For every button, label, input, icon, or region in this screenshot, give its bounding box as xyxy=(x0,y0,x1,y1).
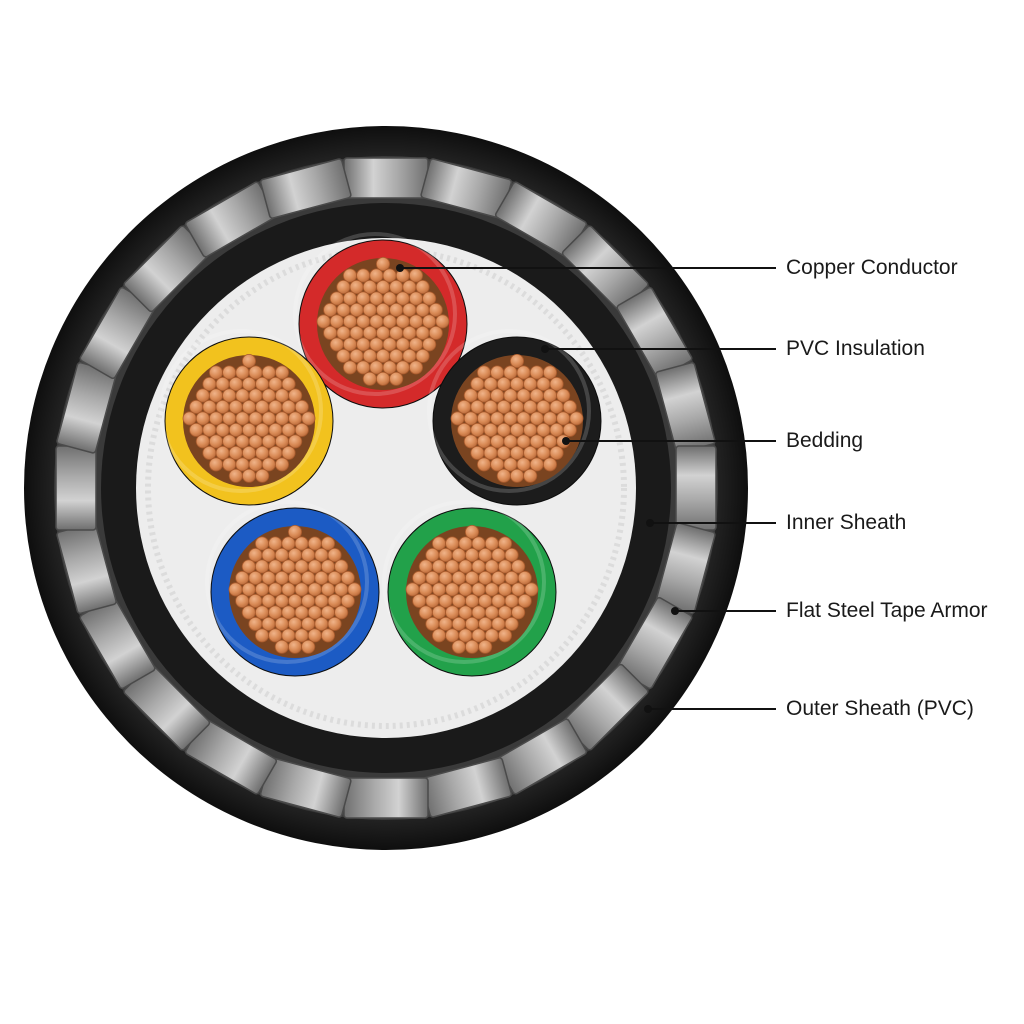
label-outer-sheath: Outer Sheath (PVC) xyxy=(786,697,974,720)
armor-tape-segment xyxy=(55,445,97,531)
label-copper-conductor: Copper Conductor xyxy=(786,256,958,279)
core-yellow xyxy=(159,329,334,506)
leader-dot-pvc-insulation xyxy=(541,345,549,353)
armor-tape-segment xyxy=(675,445,717,531)
leader-lines xyxy=(396,264,776,713)
core-red xyxy=(293,232,468,409)
core-blue xyxy=(205,500,380,677)
cores xyxy=(159,232,602,677)
copper-strands-yellow xyxy=(182,353,316,483)
copper-strands-green xyxy=(405,525,539,654)
leader-dot-outer-sheath xyxy=(644,705,652,713)
leader-dot-inner-sheath xyxy=(646,519,654,527)
leader-dot-bedding xyxy=(562,437,570,445)
copper-strands-black xyxy=(450,353,584,483)
armor-tape-segment xyxy=(259,158,352,219)
label-armor: Flat Steel Tape Armor xyxy=(786,599,988,622)
core-green xyxy=(382,500,557,677)
core-black xyxy=(427,329,602,506)
label-bedding: Bedding xyxy=(786,429,864,452)
copper-strands-red xyxy=(316,256,450,386)
leader-dot-copper-conductor xyxy=(396,264,404,272)
label-pvc-insulation: PVC Insulation xyxy=(786,337,925,360)
armor-tape-segment xyxy=(343,777,429,819)
leader-dot-armor xyxy=(671,607,679,615)
armor-tape-segment xyxy=(343,157,429,199)
copper-strands-blue xyxy=(228,525,362,654)
label-inner-sheath: Inner Sheath xyxy=(786,511,907,534)
